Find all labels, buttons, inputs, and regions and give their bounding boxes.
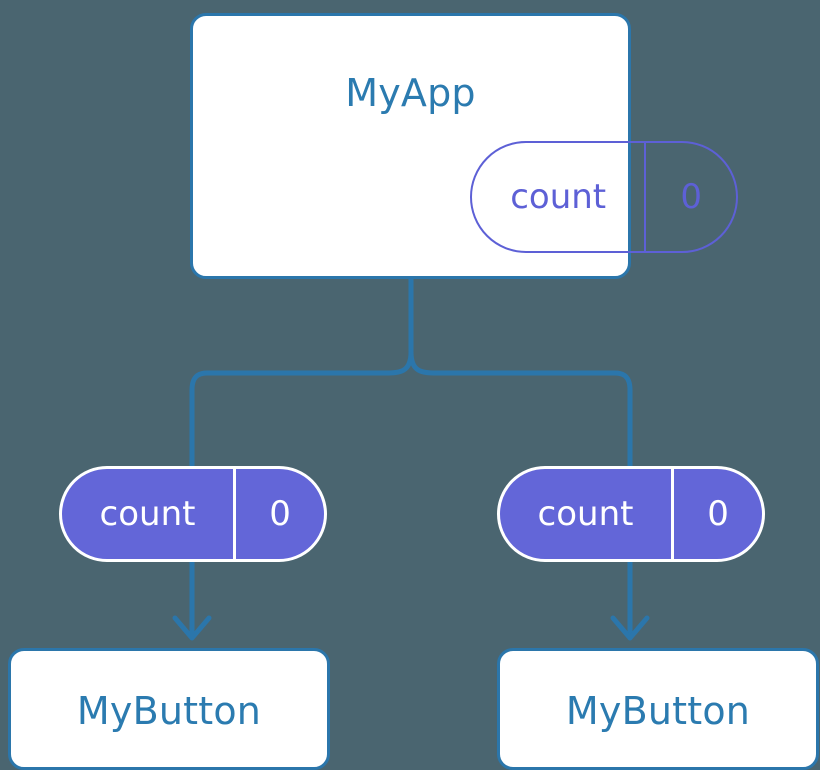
component-node-mybutton-left[interactable]: MyButton xyxy=(8,648,330,770)
tree-fork-connector xyxy=(189,276,414,469)
component-label-mybutton-right: MyButton xyxy=(565,689,751,733)
arrow-head-left xyxy=(172,615,212,641)
state-pill-key: count xyxy=(510,177,607,217)
prop-pill-left-key: count xyxy=(99,494,196,534)
prop-pill-right-key: count xyxy=(537,494,634,534)
prop-pill-left[interactable]: count 0 xyxy=(59,466,327,562)
prop-pill-left-value: 0 xyxy=(233,469,324,559)
arrow-head-right xyxy=(610,615,650,641)
state-pill-value: 0 xyxy=(644,143,736,251)
state-pill-count[interactable]: count 0 xyxy=(470,141,738,253)
tree-fork-connector-right xyxy=(408,349,633,469)
component-label-myapp: MyApp xyxy=(345,71,476,115)
component-node-mybutton-right[interactable]: MyButton xyxy=(497,648,819,770)
prop-pill-right[interactable]: count 0 xyxy=(497,466,765,562)
component-label-mybutton-left: MyButton xyxy=(76,689,262,733)
component-node-myapp[interactable]: MyApp count 0 xyxy=(190,13,738,279)
prop-pill-right-value: 0 xyxy=(671,469,762,559)
